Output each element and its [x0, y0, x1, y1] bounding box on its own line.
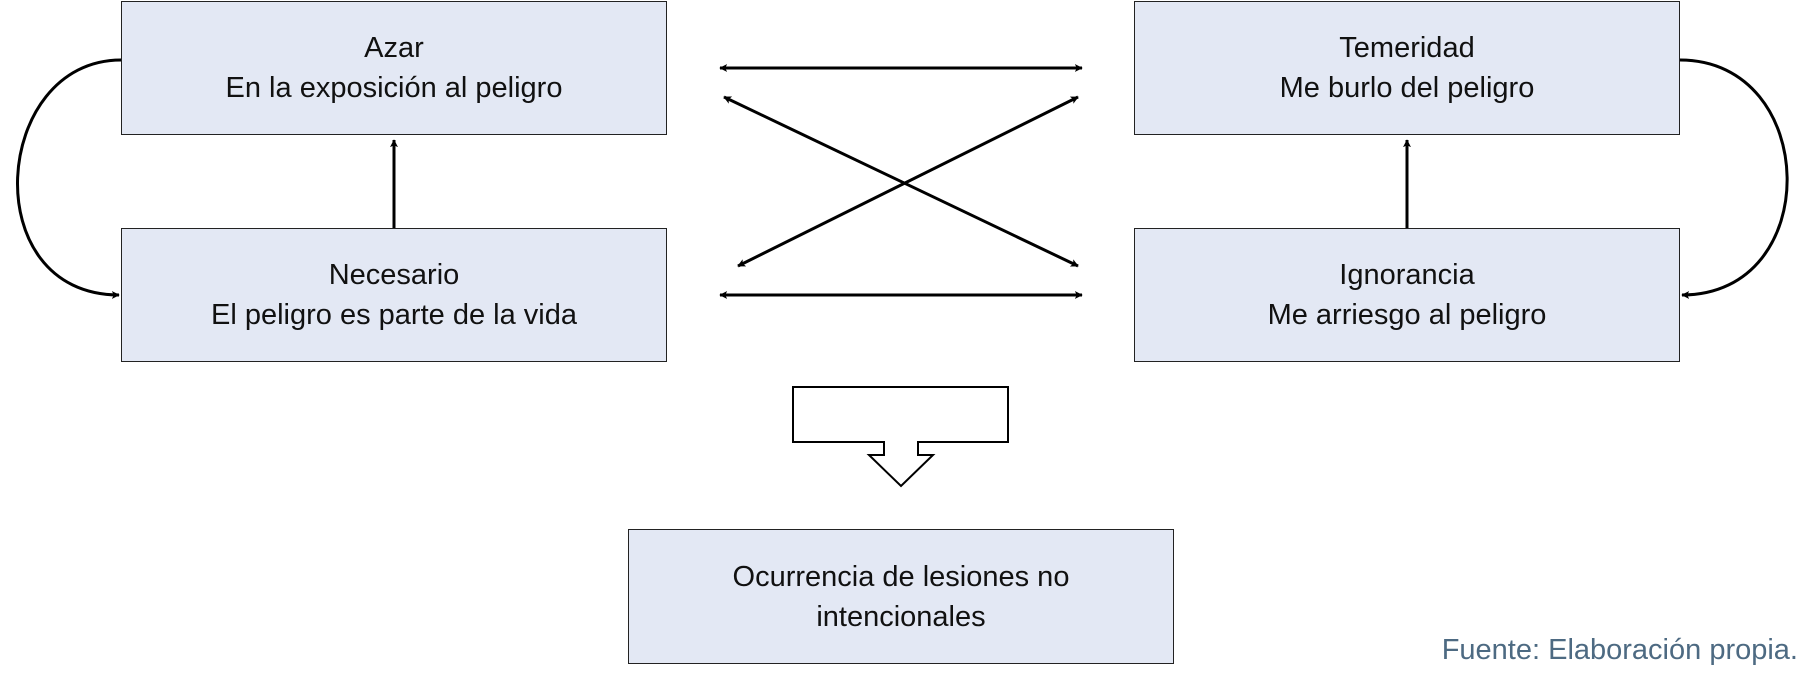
node-temeridad: Temeridad Me burlo del peligro — [1134, 1, 1680, 135]
node-temeridad-subtitle: Me burlo del peligro — [1279, 72, 1535, 104]
node-necesario-subtitle: El peligro es parte de la vida — [211, 299, 577, 331]
node-ignorancia-title: Ignorancia — [1339, 259, 1475, 291]
node-azar: Azar En la exposición al peligro — [121, 1, 667, 135]
node-ignorancia-subtitle: Me arriesgo al peligro — [1267, 299, 1547, 331]
node-resultado: Ocurrencia de lesiones no intencionales — [628, 529, 1174, 664]
node-azar-title: Azar — [364, 32, 424, 64]
node-temeridad-title: Temeridad — [1339, 32, 1475, 64]
node-necesario-title: Necesario — [328, 259, 460, 291]
curve-temeridad-to-ignorancia — [1679, 58, 1789, 299]
node-necesario: Necesario El peligro es parte de la vida — [121, 228, 667, 362]
down-block-arrow — [792, 386, 1009, 488]
node-azar-subtitle: En la exposición al peligro — [225, 72, 563, 104]
node-resultado-text: Ocurrencia de lesiones no intencionales — [732, 560, 1070, 633]
arrow-necesario-temeridad — [737, 95, 1079, 268]
node-ignorancia: Ignorancia Me arriesgo al peligro — [1134, 228, 1680, 362]
curve-azar-to-necesario — [16, 58, 122, 299]
source-note: Fuente: Elaboración propia. — [1441, 634, 1798, 666]
